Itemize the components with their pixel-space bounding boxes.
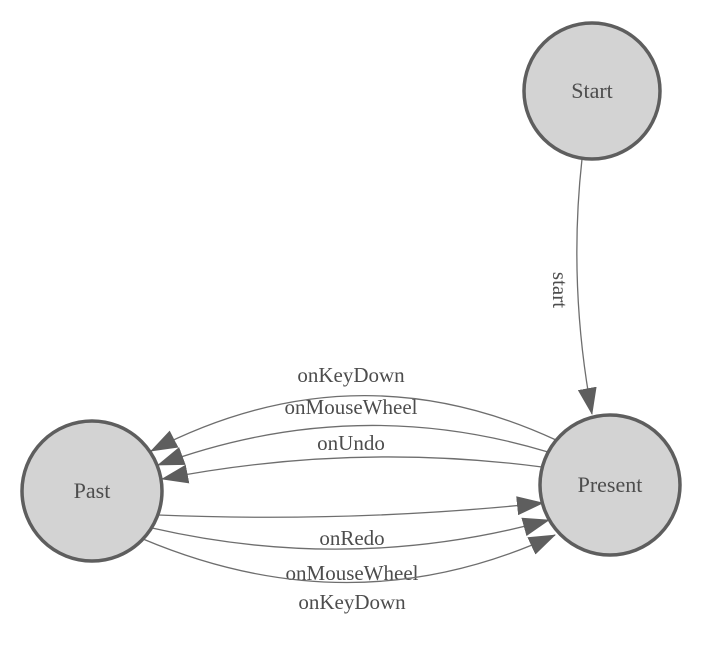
edge-line[interactable] <box>157 496 544 518</box>
state-circle <box>538 413 682 557</box>
state-label-present: Present <box>578 472 643 497</box>
state-label-start: Start <box>571 78 613 103</box>
state-circle <box>20 419 164 563</box>
edge-label-onkeydown-bottom: onKeyDown <box>298 590 406 614</box>
state-node-present[interactable]: Present <box>538 413 682 557</box>
edge-line[interactable] <box>142 534 556 584</box>
edge-line[interactable] <box>150 394 557 452</box>
edge-present-to-past-onkeydown[interactable]: onKeyDown <box>150 363 557 452</box>
edge-line[interactable] <box>161 456 543 484</box>
edge-line[interactable] <box>157 424 549 466</box>
edge-label-onkeydown-top: onKeyDown <box>297 363 405 387</box>
edge-label-start: start <box>548 272 572 308</box>
edge-label-onundo: onUndo <box>317 431 385 455</box>
edge-label-onredo: onRedo <box>319 526 384 550</box>
state-node-past[interactable]: Past <box>20 419 164 563</box>
edge-start-to-present[interactable]: start <box>548 158 597 415</box>
edge-line[interactable] <box>576 158 597 415</box>
edge-past-to-present-onredo[interactable]: onRedo <box>157 496 544 550</box>
state-circle <box>522 21 662 161</box>
edge-past-to-present-onkeydown[interactable]: onKeyDown <box>142 534 556 614</box>
edge-present-to-past-onmousewheel[interactable]: onMouseWheel <box>157 395 549 466</box>
edge-present-to-past-onundo[interactable]: onUndo <box>161 431 543 484</box>
edge-label-onmousewheel-top: onMouseWheel <box>285 395 418 419</box>
edge-label-onmousewheel-bottom: onMouseWheel <box>286 561 419 585</box>
state-label-past: Past <box>74 478 111 503</box>
state-node-start[interactable]: Start <box>522 21 662 161</box>
edge-line[interactable] <box>151 517 550 550</box>
